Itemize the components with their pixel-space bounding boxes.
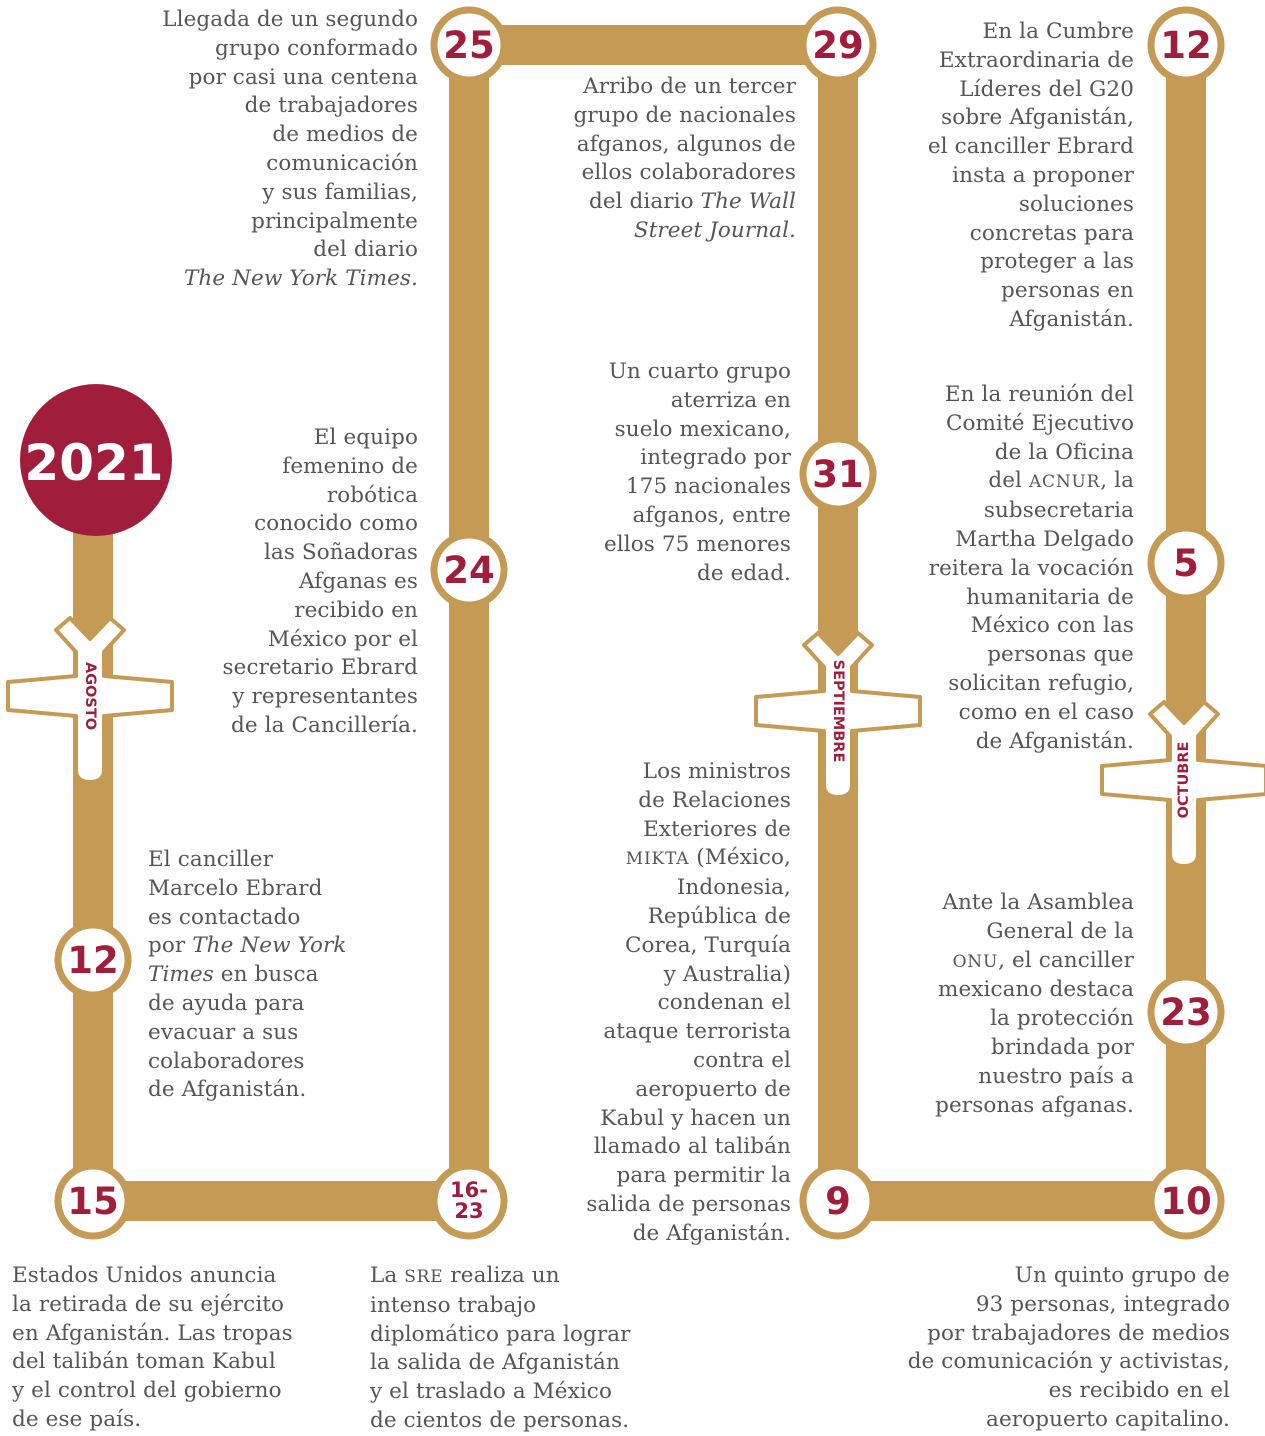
acronym: ACNUR: [1028, 472, 1101, 493]
text-run: , el canciller mexicano destaca la prote…: [935, 947, 1134, 1118]
date-node-circle: [430, 531, 508, 609]
airplane-icon: [754, 631, 922, 799]
text-run: Un cuarto grupo aterriza en suelo mexica…: [603, 359, 791, 586]
node-aug-31: 31: [799, 435, 877, 513]
event-text-aug-31: Un cuarto grupo aterriza en suelo mexica…: [604, 358, 791, 588]
text-run: La: [370, 1263, 405, 1288]
date-label: 9: [825, 1180, 851, 1223]
event-text-sep-29: Arribo de un tercer grupo de nacionales …: [574, 73, 796, 246]
text-run: , la subsecretaria Martha Delgado reiter…: [928, 468, 1134, 754]
date-label: 12: [67, 939, 119, 982]
date-label: 24: [443, 549, 495, 592]
month-label: AGOSTO: [82, 662, 98, 730]
date-node-circle: [1147, 6, 1225, 84]
event-text-aug-24: El equipo femenino de robótica conocido …: [223, 424, 418, 741]
text-run: Los ministros de Relaciones Exteriores d…: [638, 759, 791, 842]
airplane-icon: [1100, 700, 1265, 868]
node-oct-5: 5: [1147, 524, 1225, 602]
italic-title: The New York Times.: [183, 266, 418, 292]
node-aug-24: 24: [430, 531, 508, 609]
acronym: ONU: [952, 951, 999, 972]
airplane-octubre: OCTUBRE: [1100, 700, 1265, 868]
event-text-oct-10: Un quinto grupo de 93 personas, integrad…: [908, 1262, 1230, 1435]
italic-title: The Wall Street Journal.: [633, 189, 796, 243]
date-node-circle: [1147, 973, 1225, 1051]
node-sep-29: 29: [799, 6, 877, 84]
event-text-aug-12: El canciller Marcelo Ebrard es contactad…: [148, 846, 347, 1105]
text-run: El equipo femenino de robótica conocido …: [222, 425, 418, 738]
event-text-oct-5: En la reunión del Comité Ejecutivo de la…: [929, 381, 1134, 756]
airplane-agosto: AGOSTO: [6, 616, 174, 784]
node-aug-12: 12: [54, 921, 132, 999]
date-label: 23: [1160, 991, 1212, 1034]
text-run: (México, Indonesia, República de Corea, …: [586, 845, 791, 1246]
date-node-circle: [1147, 1162, 1225, 1240]
text-run: Un quinto grupo de 93 personas, integrad…: [907, 1263, 1230, 1432]
year-label: 2021: [24, 434, 163, 492]
date-node-circle: [799, 435, 877, 513]
date-node-circle: [799, 1162, 877, 1240]
date-node-circle: [54, 921, 132, 999]
airplane-icon: [6, 616, 174, 784]
date-node-circle: [1147, 524, 1225, 602]
node-sep-25: 25: [430, 6, 508, 84]
year-circle: [20, 384, 172, 536]
event-text-aug-15: Estados Unidos anuncia la retirada de su…: [12, 1262, 293, 1435]
airplane-septiembre: SEPTIEMBRE: [754, 631, 922, 799]
date-node-circle: [54, 1162, 132, 1240]
node-aug-15: 15: [54, 1162, 132, 1240]
text-run: Arribo de un tercer grupo de nacionales …: [573, 74, 796, 215]
date-node-circle: [430, 6, 508, 84]
event-text-aug-16-23: La SRE realiza un intenso trabajo diplom…: [370, 1262, 631, 1436]
node-sep-23: 23: [1147, 973, 1225, 1051]
italic-title: The New York Times: [148, 933, 347, 988]
month-label: SEPTIEMBRE: [830, 660, 846, 763]
text-run: en busca de ayuda para evacuar a sus col…: [148, 962, 319, 1103]
event-text-oct-12: En la Cumbre Extraordinaria de Líderes d…: [928, 18, 1134, 335]
text-run: El canciller Marcelo Ebrard es contactad…: [148, 847, 323, 959]
acronym: MIKTA: [625, 849, 690, 870]
date-label: 31: [812, 453, 864, 496]
date-label: 15: [67, 1180, 119, 1223]
event-text-sep-9: Los ministros de Relaciones Exteriores d…: [586, 758, 791, 1249]
node-sep-9: 9: [799, 1162, 877, 1240]
date-node-circle: [799, 6, 877, 84]
text-run: Llegada de un segundo grupo conformado p…: [162, 7, 418, 263]
date-label: 25: [443, 24, 495, 67]
date-label: 5: [1173, 542, 1199, 585]
event-text-sep-25: Llegada de un segundo grupo conformado p…: [162, 6, 418, 294]
node-oct-10: 10: [1147, 1162, 1225, 1240]
date-label: 16-23: [450, 1178, 488, 1223]
acronym: SRE: [404, 1267, 444, 1287]
text-run: En la Cumbre Extraordinaria de Líderes d…: [927, 19, 1134, 332]
event-text-sep-23: Ante la Asamblea General de la ONU, el c…: [935, 889, 1134, 1120]
text-run: Estados Unidos anuncia la retirada de su…: [12, 1263, 293, 1432]
text-run: Ante la Asamblea General de la: [942, 890, 1134, 944]
date-node-circle: [430, 1162, 508, 1240]
date-label: 29: [812, 24, 864, 67]
node-aug-16-23: 16-23: [430, 1162, 508, 1240]
text-run: realiza un intenso trabajo diplomático p…: [370, 1263, 631, 1433]
month-label: OCTUBRE: [1176, 742, 1192, 819]
date-label: 10: [1160, 1180, 1212, 1223]
text-run: En la reunión del Comité Ejecutivo de la…: [944, 382, 1134, 494]
node-oct-12: 12: [1147, 6, 1225, 84]
date-label: 12: [1160, 24, 1212, 67]
